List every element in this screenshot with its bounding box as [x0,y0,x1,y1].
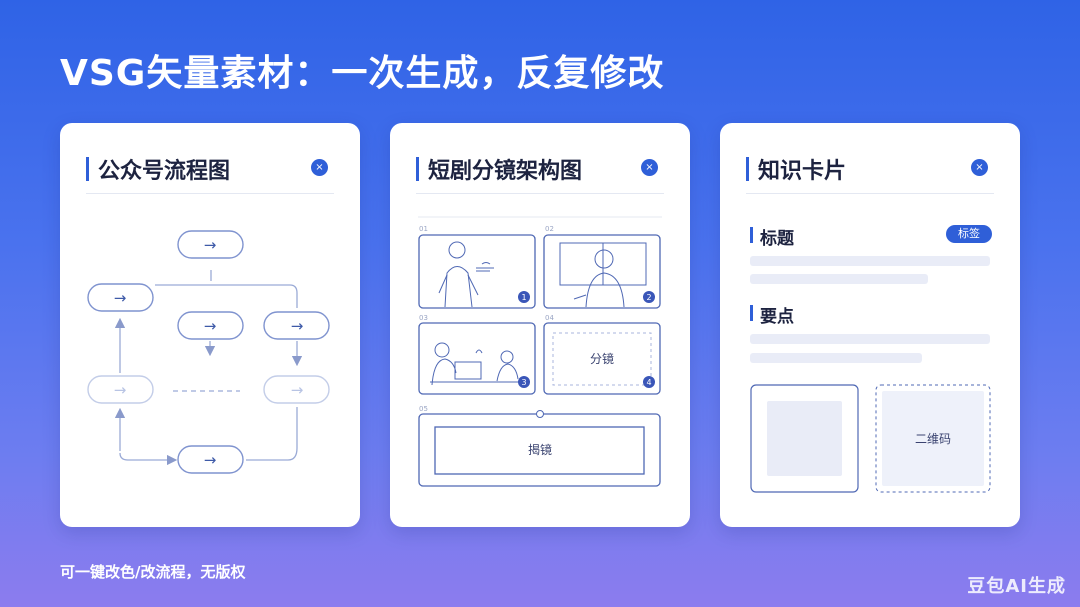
text-placeholder-line [750,256,990,266]
close-icon[interactable]: × [311,159,328,176]
flow-node [177,230,244,259]
section-points-label: 要点 [760,307,794,327]
panel-number: 04 [545,314,554,322]
qr-fill [882,391,984,486]
flowchart-diagram: → → → → → → → [87,230,330,474]
placeholder-label: 分镜 [590,351,614,366]
title-accent-bar [416,157,419,181]
card-header: 知识卡片 × [746,153,994,194]
badge-number: 2 [646,293,651,302]
badge-number: 3 [521,378,526,387]
panel-number: 01 [419,225,428,233]
arrow-right-icon: → [114,289,127,307]
arrow-right-icon: → [204,451,217,469]
card-flowchart: 公众号流程图 × → [60,123,360,527]
arrow-right-icon: → [204,236,217,254]
title-accent-bar [746,157,749,181]
number-badge [518,376,530,388]
card-title: 知识卡片 [758,159,847,184]
arrow-right-icon: → [114,381,127,399]
footer-note: 可一键改色/改流程，无版权 [60,563,246,581]
section-points: 要点 [750,302,794,327]
card-header: 短剧分镜架构图 × [416,153,664,194]
title-accent-bar [86,157,89,181]
anchor-dot [536,410,544,418]
image-fill [767,401,842,476]
close-icon[interactable]: × [641,159,658,176]
arrow-right-icon: → [291,317,304,335]
placeholder-label: 揭镜 [528,442,552,457]
watermark: 豆包AI生成 [967,576,1066,597]
flow-node [87,375,154,404]
card-storyboard: 短剧分镜架构图 × 01 02 03 04 05 [390,123,690,527]
flow-node [263,375,330,404]
section-accent-bar [750,227,753,243]
sketch-person-window [559,242,647,308]
card-title: 公众号流程图 [98,159,231,184]
connector-arrow [119,452,178,466]
flow-node [87,283,154,312]
arrow-right-icon: → [204,317,217,335]
card-knowledge: 知识卡片 × 标题 标签 要点 二维码 [720,123,1020,527]
storyboard-panel-2 [543,234,661,309]
panel-number: 03 [419,314,428,322]
storyboard-panel-4 [543,322,661,395]
flow-node [177,445,244,474]
arrow-right-icon: → [291,381,304,399]
badge-number: 4 [646,378,651,387]
storyboard-panel-3 [418,322,536,395]
number-badge [643,291,655,303]
flow-node [177,311,244,340]
section-accent-bar [750,305,753,321]
section-title: 标题 [750,224,794,249]
sketch-people-table [430,342,530,386]
qr-label: 二维码 [915,432,951,446]
number-badge [518,291,530,303]
image-placeholders: 二维码 [750,384,991,493]
section-title-label: 标题 [760,229,794,249]
placeholder-frame [552,332,652,386]
connector-line [246,407,298,461]
text-placeholder-line [750,274,928,284]
badge-number: 1 [521,293,526,302]
text-placeholder-line [750,353,922,363]
card-header: 公众号流程图 × [86,153,334,194]
close-icon[interactable]: × [971,159,988,176]
number-badge [643,376,655,388]
panel-number: 05 [419,405,428,413]
panel-number: 02 [545,225,554,233]
placeholder-frame [434,426,645,475]
sketch-person-standing [438,241,494,308]
tag-badge[interactable]: 标签 [946,225,992,243]
card-title: 短剧分镜架构图 [428,159,583,184]
flow-node [263,311,330,340]
connector-line [155,284,298,308]
page-headline: VSG矢量素材：一次生成，反复修改 [60,53,665,94]
text-placeholder-line [750,334,990,344]
storyboard-diagram: 01 02 03 04 05 [418,216,662,487]
